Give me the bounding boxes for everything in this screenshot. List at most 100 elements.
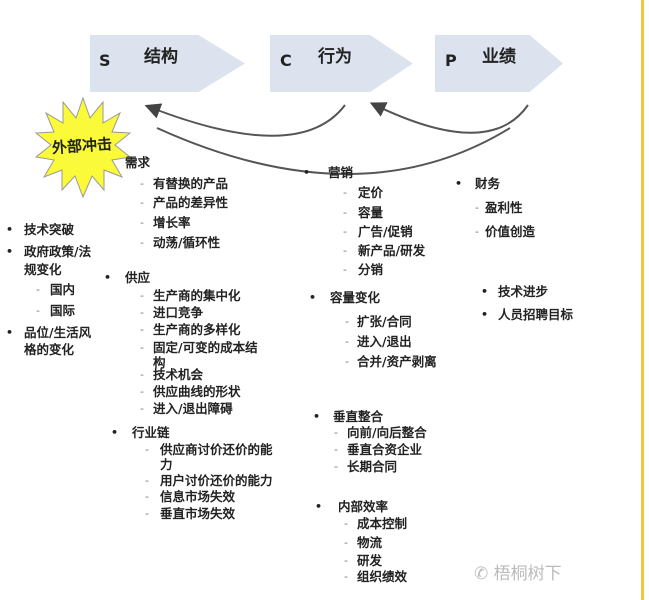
watermark-text: 梧桐树下: [493, 564, 562, 584]
bullet: •: [6, 245, 14, 258]
bullet: •: [481, 285, 489, 298]
list-item: 生产商的多样化: [153, 322, 241, 337]
dash-marker: -: [145, 474, 149, 487]
section-title: 垂直整合: [333, 409, 384, 424]
dash-marker: -: [140, 289, 144, 302]
bullet: •: [6, 326, 14, 339]
bullet: •: [303, 166, 311, 179]
stage-letter: S: [99, 51, 111, 70]
stage-label: 行为: [318, 47, 352, 67]
arrow-c-to-s: [144, 103, 346, 137]
list-item: 格的变化: [24, 342, 75, 357]
section-title: 内部效率: [338, 499, 389, 514]
section-title: 财务: [475, 176, 501, 191]
wechat-icon: ✆: [474, 564, 494, 584]
list-item: 国内: [50, 282, 76, 297]
dash-marker: -: [344, 570, 348, 583]
list-item: 垂直合资企业: [347, 442, 423, 457]
dash-marker: -: [140, 402, 144, 415]
bullet: •: [481, 308, 489, 321]
list-item: 广告/促销: [358, 224, 413, 239]
dash-marker: -: [345, 355, 349, 368]
dash-marker: -: [343, 225, 347, 238]
list-item: 进入/退出: [357, 334, 412, 349]
list-item: 容量: [358, 205, 384, 220]
dash-marker: -: [140, 341, 144, 354]
list-item: 力: [160, 457, 173, 472]
dash-marker: -: [140, 323, 144, 336]
bullet: •: [455, 177, 463, 190]
stage-label: 结构: [144, 47, 178, 67]
stage-performance: P 业绩: [435, 35, 563, 92]
section-title: 需求: [125, 155, 151, 170]
stage-letter: C: [280, 51, 292, 70]
arrow-p-to-c: [369, 102, 529, 134]
section-title: 行业链: [132, 425, 170, 440]
list-item: 组织绩效: [357, 569, 408, 584]
list-item: 人员招聘目标: [498, 307, 574, 322]
dash-marker: -: [344, 554, 348, 567]
list-item: 供应曲线的形状: [153, 384, 241, 399]
list-item: 国际: [50, 303, 76, 318]
list-item: 信息市场失效: [160, 489, 236, 504]
list-item: 固定/可变的成本结: [153, 340, 258, 355]
list-item: 长期合同: [347, 459, 398, 474]
border-line: [641, 0, 644, 600]
list-item: 成本控制: [357, 516, 408, 531]
dash-marker: -: [475, 201, 479, 214]
dash-marker: -: [334, 460, 338, 473]
list-item: 产品的差异性: [153, 195, 229, 210]
dash-marker: -: [475, 225, 479, 238]
dash-marker: -: [345, 335, 349, 348]
bullet: •: [6, 223, 14, 236]
bullet: •: [104, 271, 112, 284]
dash-marker: -: [343, 244, 347, 257]
dash-marker: -: [343, 186, 347, 199]
stage-conduct: C 行为: [270, 35, 413, 92]
dash-marker: -: [345, 315, 349, 328]
bullet: •: [313, 410, 321, 423]
starburst-shape: [34, 96, 132, 199]
external-shock-label: 外部冲击: [51, 134, 113, 158]
list-item: 政府政策/法: [24, 244, 92, 259]
list-item: 用户讨价还价的能力: [160, 473, 273, 488]
section-title: 营销: [328, 165, 354, 180]
list-item: 生产商的集中化: [153, 288, 241, 303]
list-item: 定价: [358, 185, 384, 200]
stage-label: 业绩: [482, 47, 516, 67]
list-item: 盈利性: [485, 200, 523, 215]
list-item: 研发: [357, 553, 383, 568]
list-item: 动荡/循环性: [153, 235, 221, 250]
dash-marker: -: [145, 490, 149, 503]
list-item: 物流: [357, 535, 383, 550]
list-item: 扩张/合同: [357, 314, 412, 329]
dash-marker: -: [344, 517, 348, 530]
dash-marker: -: [343, 263, 347, 276]
dash-marker: -: [140, 196, 144, 209]
dash-marker: -: [145, 443, 149, 456]
stage-structure: S 结构: [90, 35, 245, 92]
list-item: 合并/资产剥离: [357, 354, 437, 369]
dash-marker: -: [140, 306, 144, 319]
dash-marker: -: [145, 507, 149, 520]
list-item: 增长率: [153, 215, 191, 230]
bullet: •: [315, 500, 323, 513]
list-item: 技术突破: [24, 222, 75, 237]
dash-marker: -: [140, 177, 144, 190]
list-item: 新产品/研发: [358, 243, 426, 258]
dash-marker: -: [140, 216, 144, 229]
list-item: 规变化: [24, 262, 62, 277]
section-title: 容量变化: [330, 290, 381, 305]
list-item: 技术进步: [498, 284, 549, 299]
list-item: 供应商讨价还价的能: [160, 442, 273, 457]
dash-marker: -: [343, 206, 347, 219]
list-item: 构: [153, 355, 166, 370]
list-item: 进口竞争: [153, 305, 204, 320]
dash-marker: -: [334, 443, 338, 456]
dash-marker: -: [140, 385, 144, 398]
list-item: 进入/退出障碍: [153, 401, 233, 416]
list-item: 向前/向后整合: [347, 425, 427, 440]
stage-letter: P: [445, 51, 457, 70]
